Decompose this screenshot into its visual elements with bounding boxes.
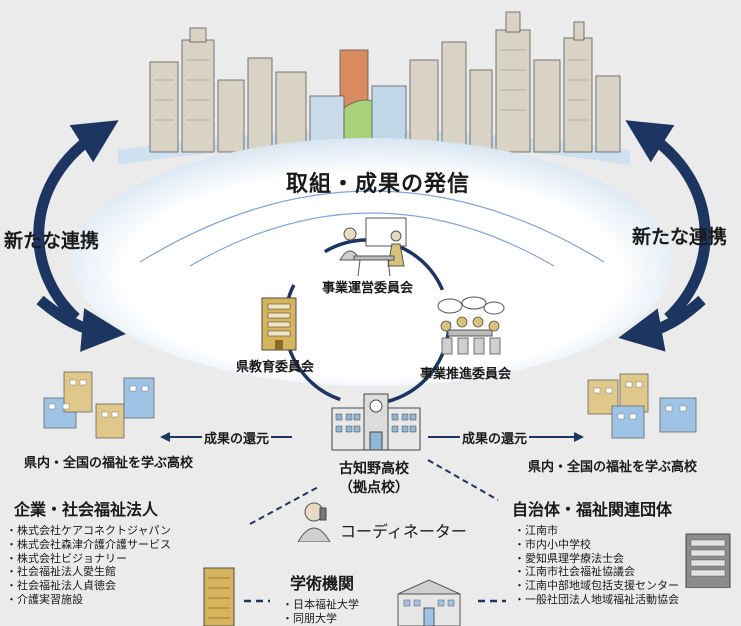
hub-school-role: （拠点校） [339, 480, 409, 496]
prefectural-office-building-icon [261, 297, 297, 351]
list-item: 株式会社ケアコネクトジャパン [6, 524, 171, 538]
hub-school-building-icon [331, 393, 421, 451]
new-partnership-arrow-left-down [36, 295, 126, 352]
hub-school-block: 古知野高校 （拠点校） [320, 460, 428, 498]
corporations-title: 企業・社会福祉法人 [14, 500, 159, 519]
corporate-building-icon [203, 567, 235, 626]
oval-arc-inner [189, 212, 555, 267]
schools-label-right: 県内・全国の福祉を学ぶ高校 [528, 460, 698, 475]
new-partnership-arrow-left-up [33, 120, 119, 323]
academic-title: 学術機関 [290, 574, 355, 593]
list-item: 市内小中学校 [514, 538, 679, 552]
coordinator-label: コーディネーター [340, 522, 467, 541]
coordinator-person-icon [297, 502, 331, 542]
new-partnership-arrow-right-up [625, 120, 711, 323]
cityscape-illustration [118, 11, 630, 165]
return-label-right: 成果の還元 [460, 428, 530, 447]
list-item: 社会福祉法人愛生館 [6, 565, 171, 579]
return-label-left: 成果の還元 [202, 428, 272, 447]
list-item: 一般社団法人地域福祉活動協会 [514, 593, 679, 607]
committee-prefectural-board-label: 県教育委員会 [236, 360, 315, 375]
list-item: 江南中部地域包括支援センター [514, 579, 679, 593]
list-item: 同朋大学 [282, 612, 359, 626]
schools-right-buildings-icon [587, 373, 697, 439]
return-arrow-right-head [574, 432, 584, 442]
list-item: 日本福祉大学 [282, 598, 359, 612]
new-partnership-label-right: 新たな連携 [632, 226, 728, 248]
return-arrow-left-head [160, 432, 170, 442]
university-building-icon [397, 579, 461, 626]
connector-hub-corporations [249, 485, 321, 525]
meeting-people-icon [339, 217, 407, 277]
schools-label-left: 県内・全国の福祉を学ぶ高校 [24, 456, 194, 471]
municipal-list: 江南市 市内小中学校 愛知県理学療法士会 江南市社会福祉協議会 江南中部地域包括… [514, 524, 679, 607]
committee-promotion-label: 事業推進委員会 [420, 367, 512, 382]
corporations-list: 株式会社ケアコネクトジャパン 株式会社森津介護介護サービス 株式会社ビジョナリー… [6, 524, 171, 607]
committee-operations-label: 事業運営委員会 [322, 281, 414, 296]
list-item: 株式会社ビジョナリー [6, 552, 171, 566]
list-item: 愛知県理学療法士会 [514, 552, 679, 566]
discussion-group-icon [437, 296, 505, 355]
hub-school-name: 古知野高校 [339, 461, 409, 477]
list-item: 社会福祉法人貞徳会 [6, 579, 171, 593]
list-item: 介護実習施設 [6, 593, 171, 607]
dissemination-title: 取組・成果の発信 [286, 172, 471, 197]
oval-arc-outer [139, 190, 605, 263]
schools-left-buildings-icon [43, 371, 155, 439]
list-item: 江南市 [514, 524, 679, 538]
new-partnership-arrow-right-down [618, 295, 706, 352]
connector-hub-municipal [427, 459, 499, 501]
new-partnership-label-left: 新たな連携 [4, 230, 100, 252]
list-item: 株式会社森津介護介護サービス [6, 538, 171, 552]
municipal-office-building-icon [685, 533, 731, 588]
municipal-title: 自治体・福祉関連団体 [512, 500, 673, 519]
outer-oval [72, 138, 672, 386]
list-item: 江南市社会福祉協議会 [514, 565, 679, 579]
academic-list: 日本福祉大学 同朋大学 [282, 598, 359, 626]
